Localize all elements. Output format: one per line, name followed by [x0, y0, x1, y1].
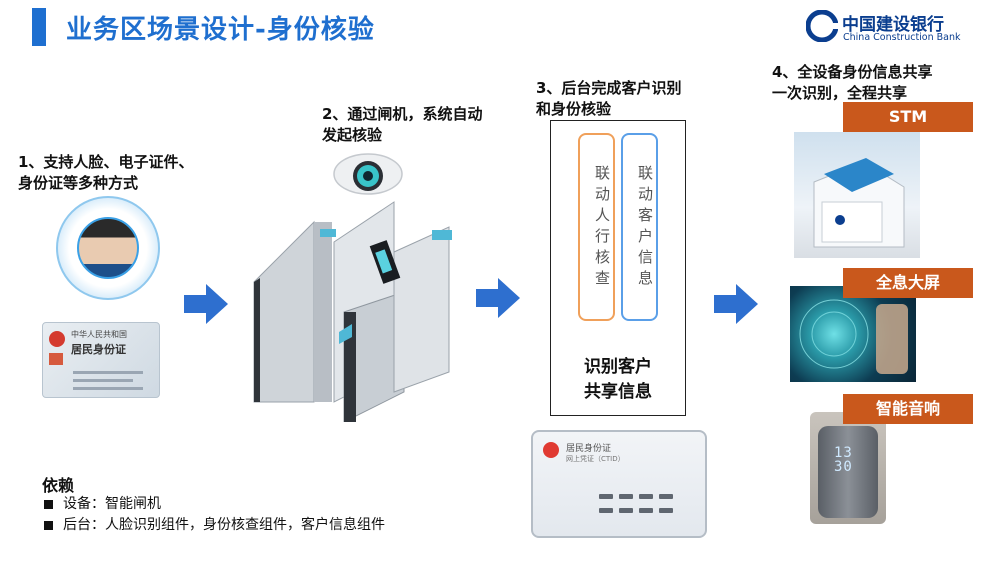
ctid-masked-digit — [659, 508, 673, 513]
dependencies-list: 设备：智能闸机 后台：人脸识别组件，身份核查组件，客户信息组件 — [42, 494, 385, 536]
turnstile-gate-icon — [253, 201, 452, 422]
ctid-masked-digit — [599, 494, 613, 499]
logo-name-cn: 中国建设银行 — [842, 15, 944, 35]
id-card-icon: 中华人民共和国 居民身份证 — [42, 322, 160, 398]
step-4-line-1: 4、全设备身份信息共享 — [772, 63, 933, 81]
ctid-masked-digit — [639, 508, 653, 513]
ccb-logo-icon — [806, 10, 838, 42]
bullet-icon — [44, 521, 53, 530]
backend-caption: 识别客户 共享信息 — [551, 355, 685, 405]
list-item: 后台：人脸识别组件，身份核查组件，客户信息组件 — [42, 515, 385, 536]
pill-linked-customer-info: 联动客户信息 — [621, 133, 658, 321]
step-3-text: 3、后台完成客户识别和身份核验 — [536, 79, 682, 118]
dependency-item-backend: 后台：人脸识别组件，身份核查组件，客户信息组件 — [63, 517, 385, 533]
id-card-country: 中华人民共和国 — [71, 330, 127, 339]
step-1-text: 1、支持人脸、电子证件、身份证等多种方式 — [18, 153, 194, 192]
id-card-line — [73, 379, 133, 382]
smart-speaker-image: 13 30 — [810, 412, 886, 524]
ctid-masked-digit — [619, 508, 633, 513]
pill-linked-customer-info-label: 联动客户信息 — [636, 165, 654, 291]
step-4-text: 4、全设备身份信息共享 一次识别，全程共享 — [772, 62, 972, 104]
ctid-card-subtitle: 网上凭证（CTID） — [566, 455, 625, 463]
id-card-name: 居民身份证 — [71, 343, 126, 356]
device-badge-smart-speaker: 智能音响 — [843, 394, 973, 424]
ctid-emblem-icon — [543, 442, 559, 458]
ctid-masked-digit — [619, 494, 633, 499]
pill-linked-pboc-check: 联动人行核查 — [578, 133, 615, 321]
arrow-right-icon — [476, 278, 520, 318]
speaker-display: 13 30 — [834, 446, 853, 474]
device-badge-holographic-screen: 全息大屏 — [843, 268, 973, 298]
arrow-right-icon — [714, 284, 758, 324]
face-scan-icon — [56, 196, 160, 300]
national-emblem-icon — [49, 331, 65, 347]
list-item: 设备：智能闸机 — [42, 494, 385, 515]
speaker-display-line-2: 30 — [834, 459, 853, 475]
bank-logo: 中国建设银行 China Construction Bank — [806, 10, 996, 46]
id-card-stamp-icon — [49, 353, 63, 365]
page-title: 业务区场景设计-身份核验 — [66, 15, 375, 45]
face-photo — [77, 217, 139, 279]
arrow-right-icon — [184, 284, 228, 324]
dependency-item-device: 设备：智能闸机 — [63, 496, 161, 512]
holographic-screen-image — [790, 286, 916, 382]
ctid-masked-digit — [659, 494, 673, 499]
title-accent-bar — [32, 8, 46, 46]
pill-linked-pboc-check-label: 联动人行核查 — [593, 165, 611, 291]
stm-machine-image — [794, 132, 920, 258]
step-4-line-2: 一次识别，全程共享 — [772, 84, 908, 102]
step-2-text: 2、通过闸机，系统自动发起核验 — [322, 105, 483, 144]
dependencies-title: 依赖 — [42, 476, 75, 495]
id-card-line — [73, 387, 143, 390]
backend-verification-box: 联动人行核查 联动客户信息 识别客户 共享信息 — [550, 120, 686, 416]
ctid-masked-digit — [639, 494, 653, 499]
ctid-card: 居民身份证 网上凭证（CTID） — [531, 430, 707, 538]
bullet-icon — [44, 500, 53, 509]
smart-speaker-icon — [818, 426, 878, 518]
id-card-line — [73, 371, 143, 374]
backend-caption-line-1: 识别客户 — [584, 357, 652, 377]
device-badge-stm: STM — [843, 102, 973, 132]
security-camera-icon — [333, 153, 403, 195]
backend-caption-line-2: 共享信息 — [584, 382, 652, 402]
stm-machine-icon — [813, 158, 905, 248]
logo-name-en: China Construction Bank — [843, 32, 961, 43]
ctid-masked-digit — [599, 508, 613, 513]
ctid-card-title: 居民身份证 — [566, 444, 612, 454]
speaker-display-line-1: 13 — [834, 445, 853, 461]
holographic-screen-icon — [799, 299, 908, 374]
